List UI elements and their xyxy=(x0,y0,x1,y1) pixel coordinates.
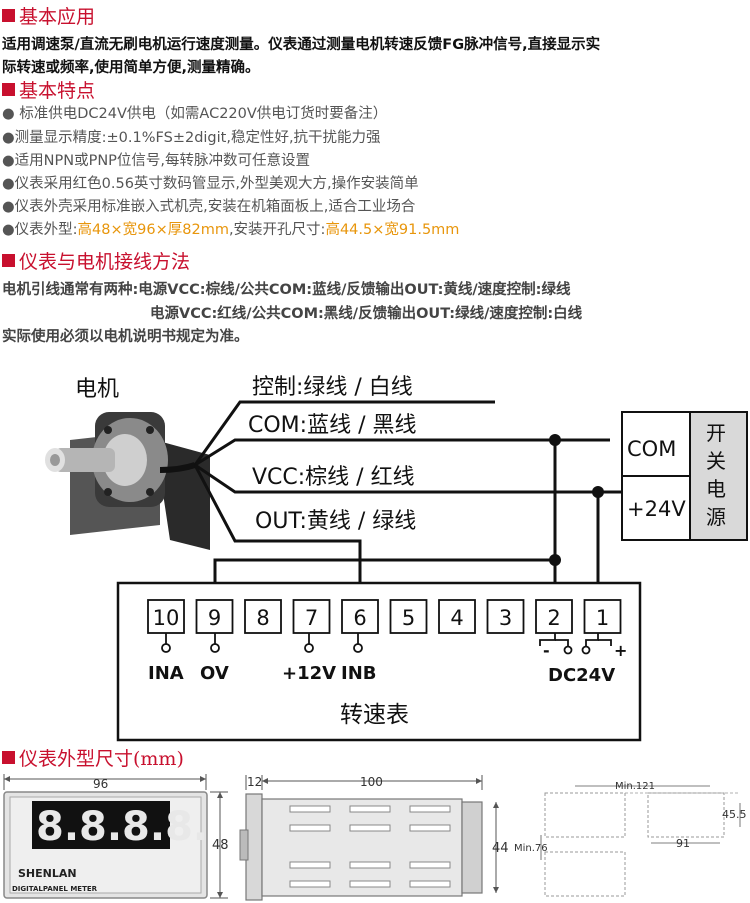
wiring-text-line2: 电源VCC:红线/公共COM:黑线/反馈输出OUT:绿线/速度控制:白线 xyxy=(150,306,583,322)
wiring-text-line1: 电机引线通常有两种:电源VCC:棕线/公共COM:蓝线/反馈输出OUT:黄线/速… xyxy=(2,282,571,298)
terminal-label-ov: OV xyxy=(200,663,229,684)
front-display-digits: 8.8.8.8. xyxy=(36,804,208,850)
application-text-line1: 适用调速泵/直流无刷电机运行速度测量。仪表通过测量电机转速反馈FG脉冲信号,直接… xyxy=(2,37,601,53)
terminal-number: 5 xyxy=(402,606,415,630)
side-body-height-dim: 44 xyxy=(492,841,509,856)
wire-label-control: 控制:绿线 / 白线 xyxy=(252,375,413,400)
terminal-box xyxy=(438,599,476,634)
front-view-drawing xyxy=(3,774,228,899)
dimension-drawings: 96 48 8.8.8.8. SHENLAN DIGITALPANEL METE… xyxy=(3,774,747,901)
application-text-line2: 际转速或频率,使用简单方便,测量精确。 xyxy=(2,60,260,76)
terminal-strip: 10 9 8 7 6 5 4 3 2 1 xyxy=(147,599,622,634)
wire-label-vcc: VCC:棕线 / 红线 xyxy=(252,465,415,490)
cutout-hole-height-dim: 45.5 xyxy=(722,808,747,821)
section-title-dimensions: 仪表外型尺寸(mm) xyxy=(2,744,184,771)
front-subtitle: DIGITALPANEL METER xyxy=(12,885,98,893)
terminal-box xyxy=(486,599,525,634)
terminal-number: 4 xyxy=(450,606,463,630)
terminal-number: 1 xyxy=(596,606,609,630)
square-bullet-icon xyxy=(2,83,15,96)
feature-item: ● 标准供电DC24V供电（如需AC220V供电订货时要备注） xyxy=(2,106,388,122)
terminal-number: 8 xyxy=(256,606,269,630)
psu-name-char: 开 xyxy=(706,421,726,445)
psu-name-char: 关 xyxy=(706,449,726,473)
feature-item: ●测量显示精度:±0.1%FS±2digit,稳定性好,抗干扰能力强 xyxy=(2,130,381,146)
terminal-number: 9 xyxy=(208,606,221,630)
motor-label: 电机 xyxy=(75,377,119,402)
feature-item-dimensions: ●仪表外型:高48×宽96×厚82mm,安装开孔尺寸:高44.5×宽91.5mm xyxy=(2,222,460,238)
terminal-number: 6 xyxy=(353,606,366,630)
terminal-box xyxy=(535,599,573,634)
terminal-label-inb: INB xyxy=(341,663,376,684)
terminal-label-ina: INA xyxy=(148,663,184,684)
wire-label-out: OUT:黄线 / 绿线 xyxy=(255,509,416,534)
square-bullet-icon xyxy=(2,254,15,267)
wire-label-com: COM:蓝线 / 黑线 xyxy=(248,413,416,438)
terminal-label-plus: + xyxy=(614,641,627,660)
cutout-min-v-dim: Min.76 xyxy=(514,843,548,854)
terminal-number: 7 xyxy=(305,606,318,630)
terminal-box xyxy=(341,599,379,634)
motor-icon xyxy=(45,412,210,550)
section-title-application: 基本应用 xyxy=(2,2,95,29)
section-title-wiring: 仪表与电机接线方法 xyxy=(2,247,190,274)
square-bullet-icon xyxy=(2,751,15,764)
front-height-dim: 48 xyxy=(212,838,229,853)
wiring-diagram: 电机 控制:绿线 / 白线 COM:蓝线 / 黑线 VCC:棕线 / 红线 OU… xyxy=(45,375,748,742)
psu-name-char: 源 xyxy=(706,505,726,529)
terminal-number: 2 xyxy=(547,606,560,630)
terminal-label-dc24: DC24V xyxy=(548,665,615,686)
power-supply-box xyxy=(621,411,748,541)
side-view-drawing xyxy=(239,775,499,901)
feature-item: ●仪表外壳采用标准嵌入式机壳,安装在机箱面板上,适合工业场合 xyxy=(2,199,416,215)
terminal-box xyxy=(244,599,282,634)
wiring-text-line3: 实际使用必须以电机说明书规定为准。 xyxy=(2,329,249,345)
terminal-label-minus: - xyxy=(543,641,550,660)
terminal-label-12v: +12V xyxy=(282,663,336,684)
psu-com-label: COM xyxy=(627,437,676,461)
terminal-box xyxy=(583,599,622,634)
terminal-number: 3 xyxy=(499,606,512,630)
meter-name: 转速表 xyxy=(340,702,409,728)
terminal-number: 10 xyxy=(153,606,180,630)
feature-item: ●仪表采用红色0.56英寸数码管显示,外型美观大方,操作安装简单 xyxy=(2,176,419,192)
highlight-cutout: 高44.5×宽91.5mm xyxy=(325,222,460,238)
cutout-min-h-dim: Min.121 xyxy=(615,781,655,792)
highlight-dims: 高48×宽96×厚82mm xyxy=(77,222,229,238)
feature-item: ●适用NPN或PNP位信号,每转脉冲数可任意设置 xyxy=(2,153,311,169)
front-width-dim: 96 xyxy=(93,777,108,791)
section-title-features: 基本特点 xyxy=(2,76,95,103)
terminal-box xyxy=(389,599,428,634)
psu-24v-label: +24V xyxy=(627,497,686,521)
side-body-depth-dim: 100 xyxy=(360,775,383,789)
front-brand: SHENLAN xyxy=(18,867,77,880)
cutout-hole-width-dim: 91 xyxy=(676,837,690,850)
square-bullet-icon xyxy=(2,9,15,22)
terminal-box xyxy=(292,599,331,634)
terminal-box xyxy=(147,599,185,634)
side-front-depth-dim: 12 xyxy=(247,775,262,789)
panel-cutout-drawing xyxy=(540,785,741,897)
psu-name-char: 电 xyxy=(706,477,726,501)
